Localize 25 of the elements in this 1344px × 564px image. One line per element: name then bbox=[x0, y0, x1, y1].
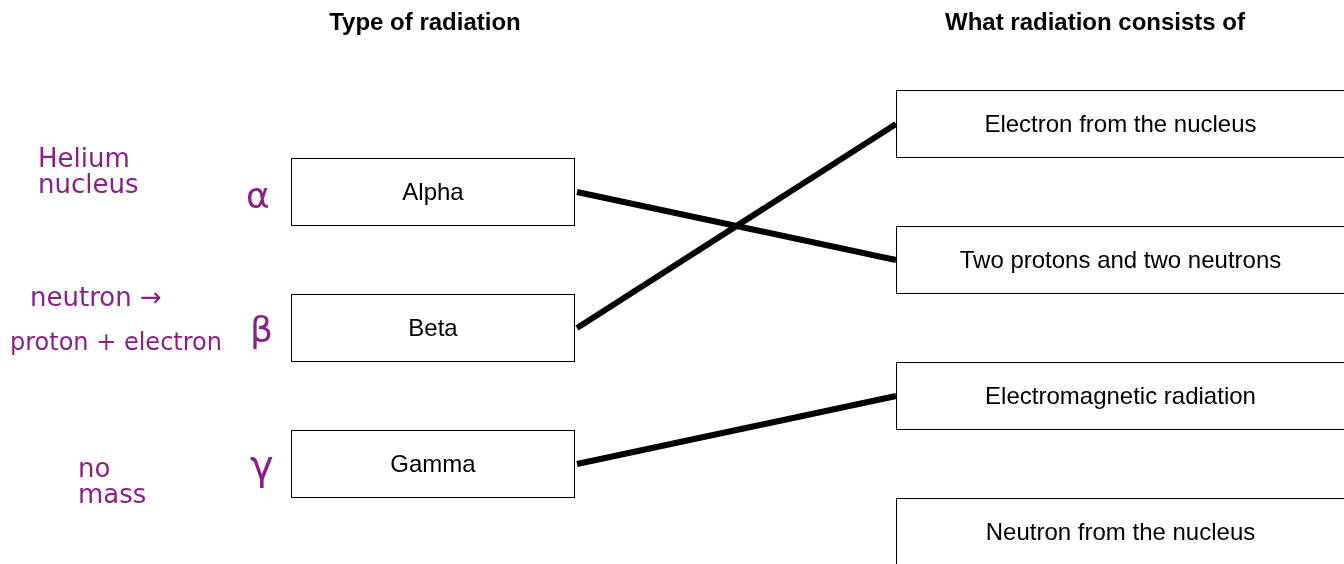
answer-box bbox=[896, 498, 1344, 564]
handwritten-note: α bbox=[246, 178, 270, 214]
handwritten-note: β bbox=[250, 312, 273, 348]
answer-box bbox=[291, 158, 575, 226]
handwritten-note: proton + electron bbox=[10, 330, 223, 354]
column-heading: Type of radiation bbox=[329, 8, 521, 36]
matching-line bbox=[576, 393, 897, 467]
column-heading: What radiation consists of bbox=[945, 8, 1245, 36]
box-label: Gamma bbox=[390, 450, 476, 478]
handwritten-note: Helium nucleus bbox=[38, 145, 140, 197]
box-label: Electromagnetic radiation bbox=[985, 382, 1256, 410]
answer-box bbox=[896, 90, 1344, 158]
box-label: Electron from the nucleus bbox=[984, 110, 1257, 138]
answer-box bbox=[896, 362, 1344, 430]
handwritten-note: no mass bbox=[78, 455, 148, 507]
box-label: Beta bbox=[408, 314, 458, 342]
handwritten-note: neutron → bbox=[30, 284, 162, 310]
answer-box bbox=[291, 430, 575, 498]
matching-line bbox=[575, 121, 898, 331]
box-label: Alpha bbox=[402, 178, 464, 206]
box-label: Two protons and two neutrons bbox=[959, 246, 1282, 274]
box-label: Neutron from the nucleus bbox=[985, 517, 1256, 546]
answer-box bbox=[291, 294, 575, 362]
matching-line bbox=[576, 189, 897, 263]
answer-box bbox=[896, 226, 1344, 294]
